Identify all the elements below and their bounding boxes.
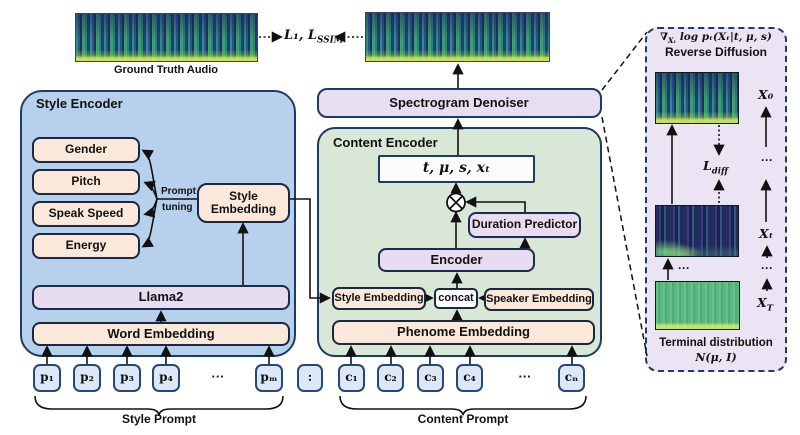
score-formula: ∇Xₜ log pₜ(Xₜ|t, μ, s)	[660, 31, 772, 46]
style-token-3: p₃	[113, 364, 141, 392]
ldiff-label: Ldiff	[703, 158, 728, 177]
prompt-tuning-label-line2: tuning	[162, 202, 193, 213]
attr-box-gender: Gender	[32, 137, 140, 163]
spectrogram-denoiser-box	[317, 88, 602, 118]
style-token-1: p₁	[33, 364, 61, 392]
style-token-ellipsis: ···	[211, 369, 225, 384]
content-token-n: cₙ	[558, 364, 585, 392]
concat-box: concat	[434, 288, 478, 309]
content-prompt-label: Content Prompt	[417, 412, 509, 426]
chain-ellipsis-2: ···	[761, 261, 773, 275]
reconstruction-loss-label: L₁, LSSIM	[284, 28, 344, 46]
content-style-embedding-box: Style Embedding	[332, 287, 426, 310]
style-token-2: p₂	[73, 364, 101, 392]
word-embedding-box: Word Embedding	[32, 322, 290, 346]
zoom-guide-bottom	[601, 116, 648, 357]
duration-predictor-box: Duration Predictor	[468, 212, 581, 238]
spectrogram-denoiser-label: Spectrogram Denoiser	[389, 95, 529, 110]
content-token-3: c₃	[417, 364, 444, 392]
mid-ellipsis: ···	[678, 261, 690, 275]
reverse-diffusion-title: Reverse Diffusion	[664, 45, 768, 59]
content-token-1: c₁	[338, 364, 365, 392]
xt-spectrogram	[655, 205, 739, 257]
content-encoder-title: Content Encoder	[333, 135, 438, 150]
content-token-ellipsis: ···	[518, 369, 532, 384]
attr-box-speak-speed: Speak Speed	[32, 201, 140, 227]
terminal-distribution-formula: N(μ, I)	[695, 351, 737, 364]
encoder-box: Encoder	[378, 248, 535, 272]
x0-label: X₀	[758, 87, 774, 102]
speaker-embedding-box: Speaker Embedding	[484, 288, 594, 311]
llama2-box: Llama2	[32, 285, 290, 310]
style-prompt-label: Style Prompt	[121, 412, 197, 426]
style-encoder-title: Style Encoder	[36, 96, 123, 111]
prompt-separator: :	[297, 364, 323, 392]
zoom-guide-top	[601, 31, 648, 91]
ground-truth-spectrogram	[75, 13, 258, 62]
terminal-noise-image	[655, 281, 740, 330]
latent-variables-box: t, μ, s, xₜ	[378, 155, 535, 183]
phenome-embedding-box: Phenome Embedding	[332, 320, 595, 345]
prompt-tuning-label-line1: Prompt	[161, 186, 196, 197]
style-embedding-box: Style Embedding	[197, 183, 290, 223]
chain-ellipsis-1: ···	[761, 153, 773, 167]
terminal-distribution-title: Terminal distribution	[659, 337, 773, 349]
style-token-4: p₄	[152, 364, 180, 392]
xt-label: Xₜ	[759, 226, 774, 241]
attr-box-pitch: Pitch	[32, 169, 140, 195]
content-token-4: c₄	[456, 364, 483, 392]
x0-spectrogram	[655, 72, 739, 124]
predicted-spectrogram	[365, 12, 550, 62]
attr-box-energy: Energy	[32, 233, 140, 259]
xT-label: XT	[757, 295, 774, 314]
content-token-2: c₂	[377, 364, 404, 392]
ground-truth-label: Ground Truth Audio	[113, 64, 219, 76]
style-token-m: pₘ	[255, 364, 283, 392]
